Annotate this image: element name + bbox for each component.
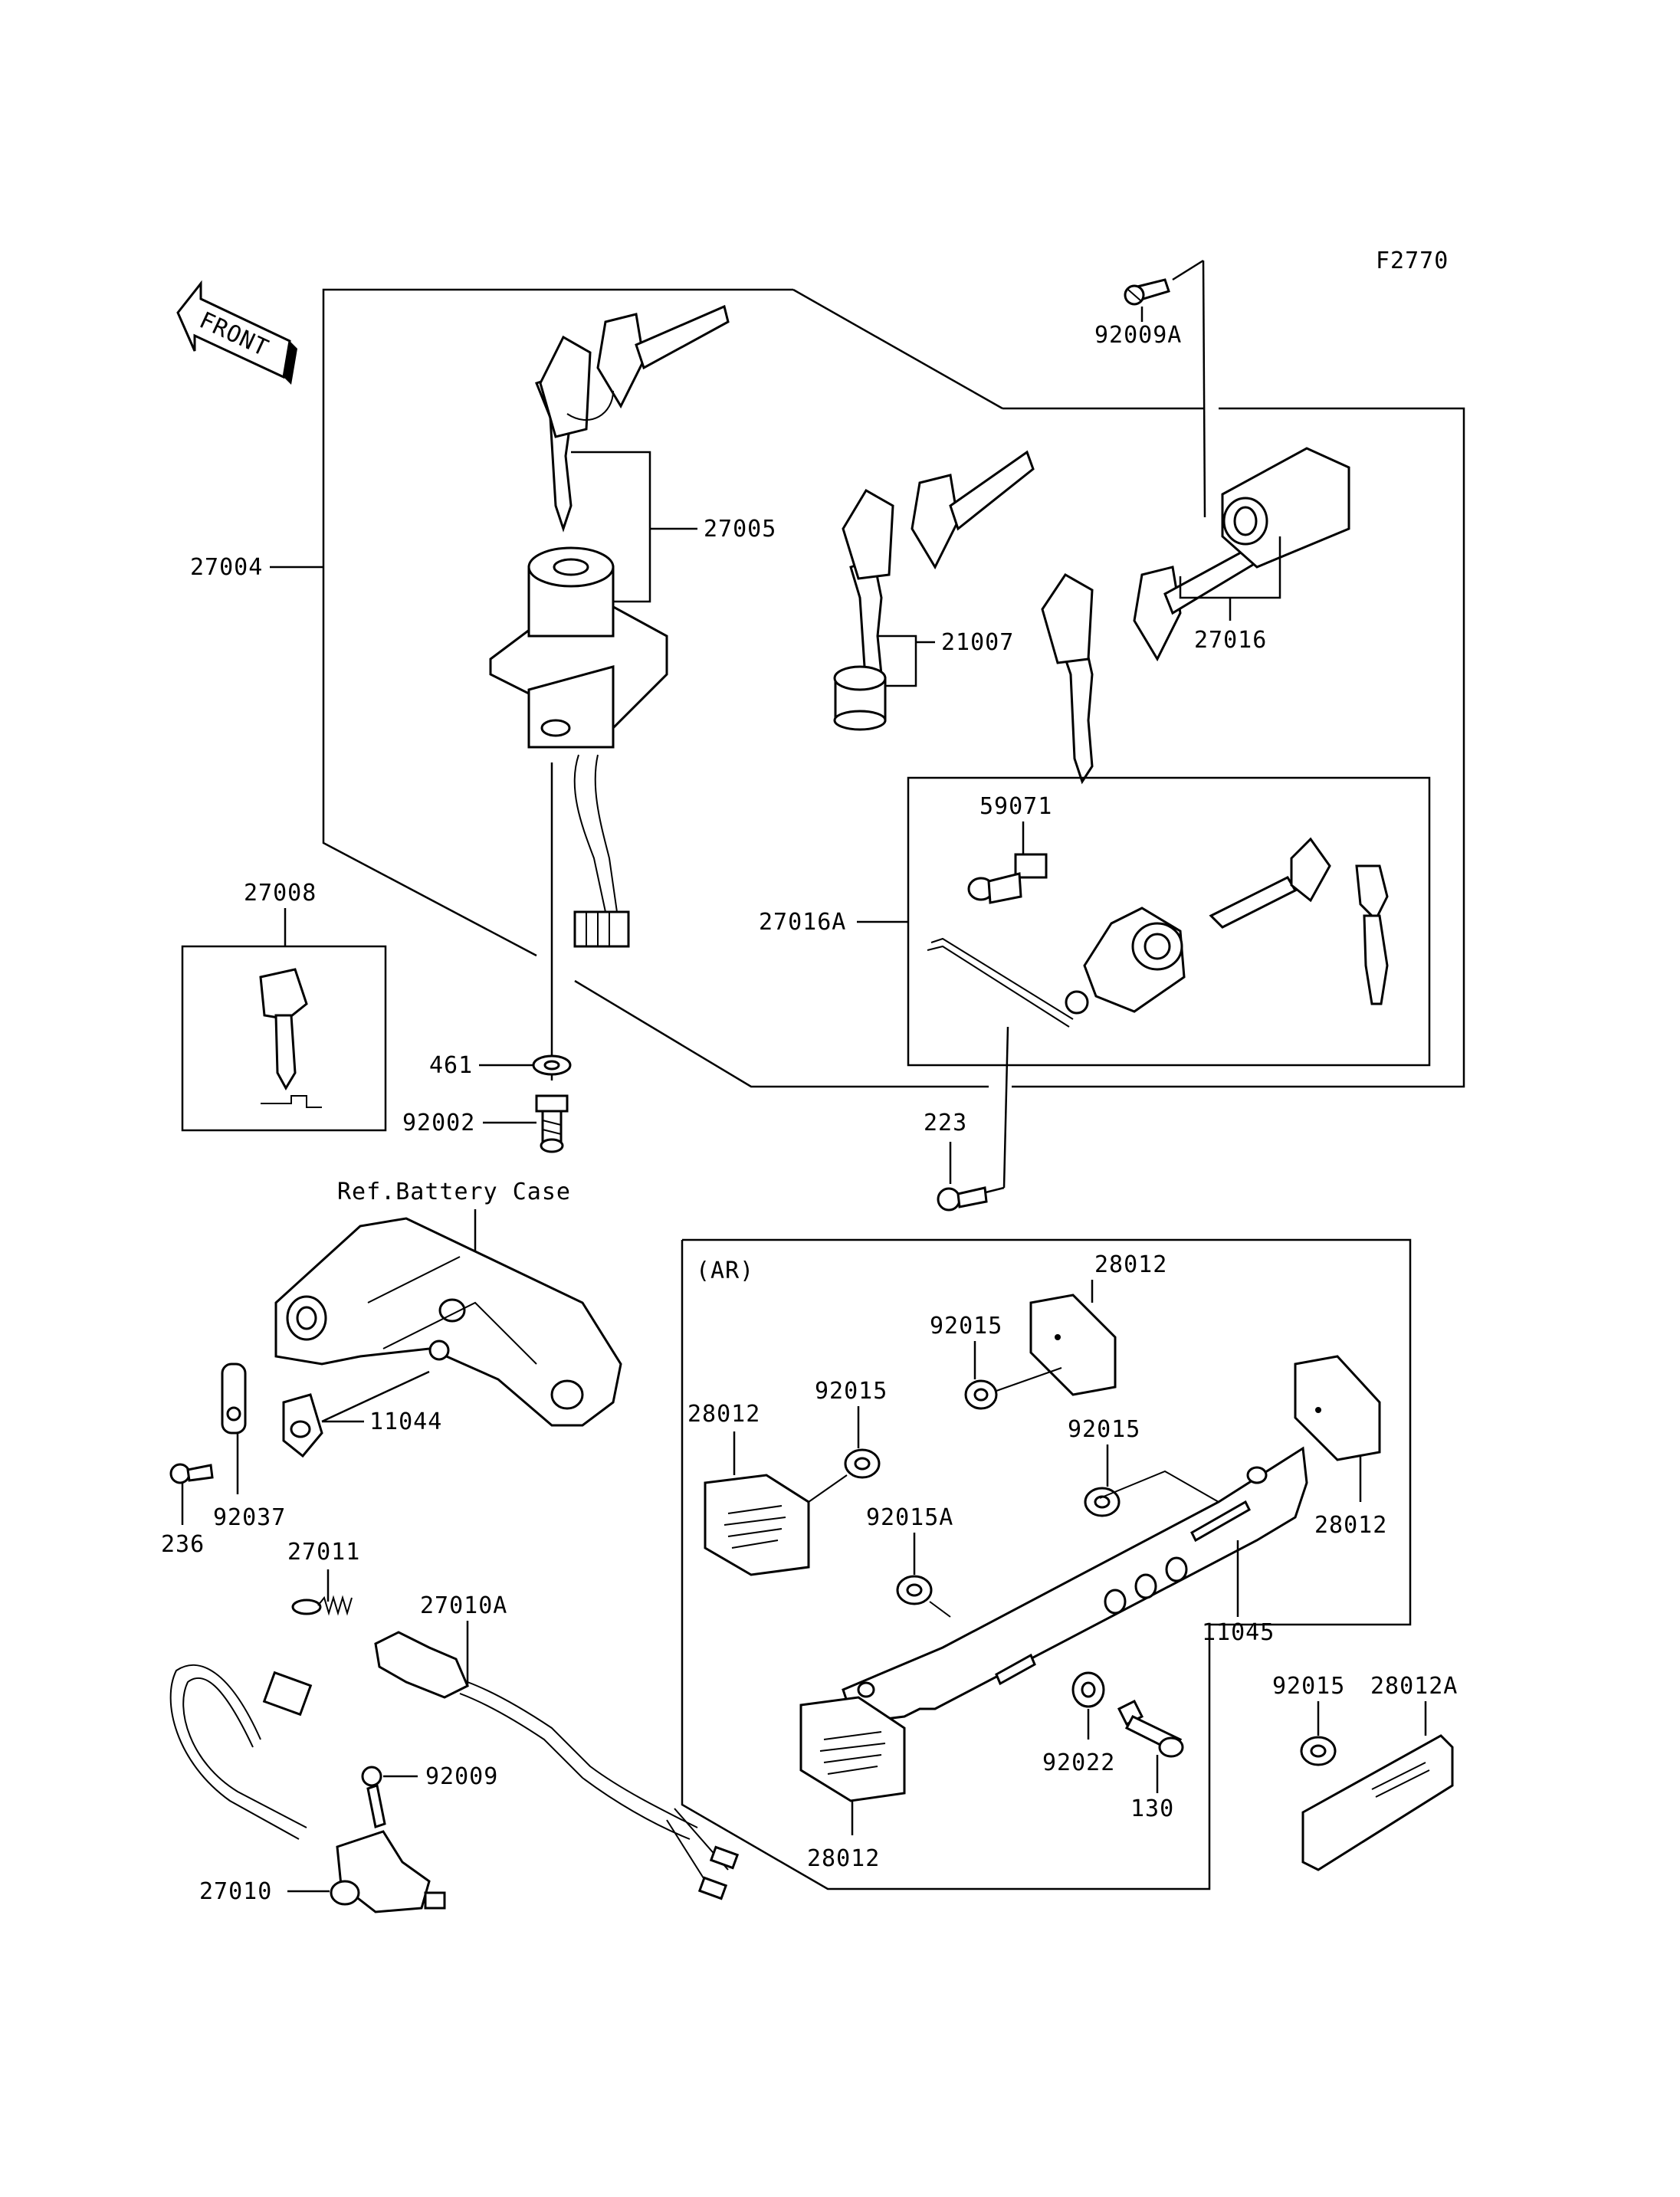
label-92015-c: 92015	[1068, 1416, 1140, 1443]
reflector-28012-left	[704, 1474, 810, 1576]
figure-id: F2770	[1376, 248, 1449, 274]
bracket-59071	[967, 853, 1048, 904]
label-236: 236	[161, 1531, 205, 1558]
label-92009: 92009	[425, 1763, 498, 1790]
boundary-line	[574, 979, 989, 1088]
bolt-92002	[535, 1094, 569, 1153]
label-28012-top: 28012	[1094, 1251, 1167, 1278]
label-461: 461	[429, 1052, 473, 1079]
plate-92037	[221, 1362, 247, 1435]
ar-label: (AR)	[696, 1258, 754, 1284]
switch-27010	[169, 1664, 446, 1913]
ignition-switch	[489, 546, 668, 948]
key-pair-27016A	[1209, 837, 1389, 1005]
bolt-130	[1117, 1699, 1184, 1758]
label-92015-b: 92015	[815, 1378, 888, 1405]
ref-battery-case-label: Ref.Battery Case	[337, 1179, 571, 1205]
spring-27011	[291, 1595, 353, 1616]
label-27004: 27004	[190, 554, 263, 581]
label-27008: 27008	[244, 880, 317, 907]
label-223: 223	[924, 1110, 967, 1136]
label-92022: 92022	[1042, 1749, 1115, 1776]
battery-case-bracket	[274, 1217, 622, 1427]
washer-92022	[1071, 1671, 1105, 1708]
label-92002: 92002	[402, 1110, 475, 1136]
screw-92009	[361, 1766, 386, 1828]
label-27010: 27010	[199, 1878, 272, 1905]
label-27016A: 27016A	[759, 909, 846, 936]
bracket-11044	[282, 1393, 323, 1458]
label-130: 130	[1130, 1795, 1174, 1822]
leader-21007	[878, 635, 917, 687]
label-11045: 11045	[1202, 1619, 1275, 1646]
switch-27010A	[374, 1631, 740, 1900]
lock-assembly-27016A	[927, 907, 1186, 1028]
key-pair-27016	[1041, 546, 1257, 785]
label-92015A: 92015A	[866, 1504, 953, 1531]
nut-92015-b	[808, 1448, 881, 1503]
ar-box	[681, 1238, 1412, 1890]
label-27005: 27005	[704, 516, 776, 543]
seat-lock-27016	[1221, 447, 1350, 569]
lock-cylinder-21007	[833, 665, 887, 731]
front-arrow-icon: FRONT	[176, 280, 297, 385]
key-27008	[259, 968, 322, 1108]
key-pair-27005	[535, 304, 730, 533]
leader-11044	[321, 1370, 430, 1423]
boundary-line	[792, 288, 1003, 410]
reflector-28012A	[1301, 1734, 1454, 1871]
label-28012A: 28012A	[1370, 1673, 1458, 1700]
box-27016A	[907, 776, 1431, 1067]
reflector-28012-bottom	[799, 1696, 906, 1802]
leader-27005	[571, 451, 651, 603]
screw-236	[169, 1463, 214, 1484]
label-21007: 21007	[941, 629, 1014, 656]
leader-223	[1002, 1026, 1009, 1189]
label-11044: 11044	[369, 1408, 442, 1435]
label-92009A: 92009A	[1094, 322, 1182, 349]
nut-92015-d	[1300, 1736, 1337, 1766]
washer-461	[532, 1054, 572, 1076]
leader-92009A	[1172, 259, 1204, 281]
bracket-11045	[842, 1446, 1308, 1722]
reflector-28012-right	[1294, 1355, 1381, 1461]
screw-92009A	[1124, 278, 1170, 306]
reflector-28012-top	[1029, 1294, 1117, 1396]
nut-92015-a	[964, 1367, 1062, 1410]
label-28012-bottom: 28012	[807, 1845, 880, 1872]
nut-92015-c	[1084, 1487, 1121, 1517]
label-92015-a: 92015	[930, 1313, 1002, 1340]
label-27016: 27016	[1194, 627, 1267, 654]
label-92037: 92037	[213, 1504, 286, 1531]
box-27008	[181, 945, 387, 1132]
screw-223	[937, 1186, 988, 1212]
label-28012-left: 28012	[687, 1401, 760, 1428]
label-92015-d: 92015	[1272, 1673, 1345, 1700]
boundary-line	[1012, 407, 1465, 1088]
label-27011: 27011	[287, 1539, 360, 1566]
nut-92015A	[896, 1575, 951, 1618]
key-pair-21007	[842, 450, 1035, 693]
label-59071: 59071	[979, 793, 1052, 820]
leader-92009A	[1202, 260, 1206, 518]
label-27010A: 27010A	[420, 1592, 507, 1619]
label-28012-right: 28012	[1314, 1512, 1387, 1539]
